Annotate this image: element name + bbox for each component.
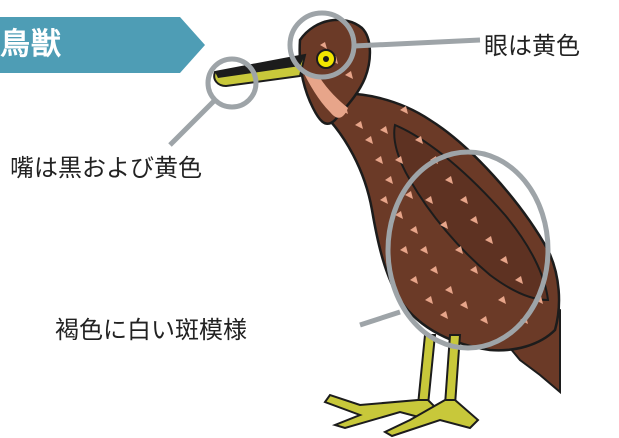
banner-title: 鳥獣 xyxy=(0,27,62,62)
body-callout-line xyxy=(359,309,401,328)
eye-label: 眼は黄色 xyxy=(484,32,580,60)
callouts xyxy=(168,10,551,351)
body-label: 褐色に白い斑模様 xyxy=(55,316,247,344)
beak-label: 嘴は黒および黄色 xyxy=(10,154,202,182)
heron-legs xyxy=(323,334,480,438)
body-callout xyxy=(385,149,551,351)
beak-callout-line xyxy=(168,98,217,147)
eye-callout-line xyxy=(353,37,481,49)
heron-beak-upper xyxy=(215,55,305,78)
heron-spots xyxy=(320,42,543,324)
heron-pupil xyxy=(323,56,329,62)
beak-callout xyxy=(205,56,259,110)
banner-shape xyxy=(0,17,205,73)
heron-throat xyxy=(302,70,348,118)
